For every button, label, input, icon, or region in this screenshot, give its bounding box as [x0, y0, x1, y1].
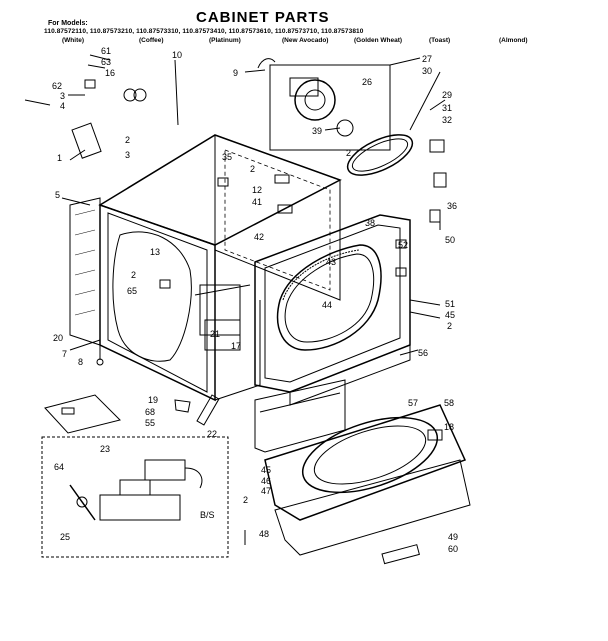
callout: 62 — [52, 81, 62, 91]
inset-box — [41, 436, 229, 558]
callout: 46 — [261, 476, 271, 486]
callout: 25 — [60, 532, 70, 542]
callout: 2 — [131, 270, 136, 280]
callout: 64 — [54, 462, 64, 472]
callout: 30 — [422, 66, 432, 76]
front-panel — [254, 214, 411, 406]
callout: 2 — [447, 321, 452, 331]
panel-68 — [44, 394, 121, 434]
callout: 12 — [252, 185, 262, 195]
motor-assembly — [257, 58, 391, 151]
callout: 8 — [78, 357, 83, 367]
callout: 4 — [60, 101, 65, 111]
callout: 38 — [365, 218, 375, 228]
color-row: (White) (Coffee) (Platinum) (New Avocado… — [44, 37, 564, 47]
callout: 60 — [448, 544, 458, 554]
callout: 17 — [231, 341, 241, 351]
callout: 56 — [418, 348, 428, 358]
callout: 29 — [442, 90, 452, 100]
model-number-row: 110.87572110, 110.87573210, 110.87573310… — [44, 28, 364, 35]
callout: 1 — [57, 153, 62, 163]
callout: 32 — [442, 115, 452, 125]
callout: 9 — [233, 68, 238, 78]
callout: 41 — [252, 197, 262, 207]
callout: 5 — [55, 190, 60, 200]
callout: 42 — [254, 232, 264, 242]
callout: 26 — [362, 77, 372, 87]
callout: 43 — [326, 257, 336, 267]
callout: 10 — [172, 50, 182, 60]
callout: 18 — [444, 422, 454, 432]
callout: 48 — [259, 529, 269, 539]
drive-belt — [346, 134, 414, 176]
callout: 2 — [243, 495, 248, 505]
callout: 27 — [422, 54, 432, 64]
callout: 2 — [250, 164, 255, 174]
leader-lines — [24, 54, 446, 545]
callout: 20 — [53, 333, 63, 343]
model-number: 110.87573610 — [228, 28, 271, 35]
callouts: 61 63 16 62 3 4 10 9 27 30 26 29 31 32 3… — [52, 46, 458, 554]
model-color: (Coffee) — [139, 37, 164, 44]
small-parts — [71, 79, 447, 441]
callout: 44 — [322, 300, 332, 310]
callout: 36 — [447, 201, 457, 211]
model-color: (New Avocado) — [282, 37, 329, 44]
callout: 47 — [261, 486, 271, 496]
model-number: 110.87573810 — [321, 28, 364, 35]
callout: 61 — [101, 46, 111, 56]
callout: 57 — [408, 398, 418, 408]
callout: 65 — [127, 286, 137, 296]
model-color: (Almond) — [499, 37, 528, 44]
callout: 39 — [312, 126, 322, 136]
model-number: 110.87572110 — [44, 28, 87, 35]
model-number: 110.87573410 — [182, 28, 225, 35]
model-color: (Golden Wheat) — [354, 37, 403, 44]
callout: 3 — [60, 91, 65, 101]
callout: 2 — [125, 135, 130, 145]
callout: 52 — [398, 240, 408, 250]
callout: 49 — [448, 532, 458, 542]
callout: 31 — [442, 103, 452, 113]
callout: 63 — [101, 57, 111, 67]
model-color: (Toast) — [429, 37, 451, 44]
callout: 45 — [261, 465, 271, 475]
model-number: 110.87573310 — [136, 28, 179, 35]
callout: 23 — [100, 444, 110, 454]
callout: 35 — [222, 152, 232, 162]
door-assembly — [264, 404, 471, 565]
callout: 58 — [444, 398, 454, 408]
callout: 19 — [148, 395, 158, 405]
model-number: 110.87573710 — [274, 28, 318, 35]
callout: 2 — [346, 148, 351, 158]
model-color: (Platinum) — [209, 37, 241, 44]
model-number: 110.87573210 — [89, 28, 133, 35]
callout: 45 — [445, 310, 455, 320]
callout: 22 — [207, 429, 217, 439]
callout: 16 — [105, 68, 115, 78]
callout: 55 — [145, 418, 155, 428]
callout: 13 — [150, 247, 160, 257]
model-color: (White) — [62, 37, 85, 44]
callout: 68 — [145, 407, 155, 417]
callout: 51 — [445, 299, 455, 309]
callout: 21 — [210, 329, 220, 339]
callout: 3 — [125, 150, 130, 160]
models-label: For Models: — [48, 20, 88, 27]
callout: B/S — [200, 510, 215, 520]
callout: 7 — [62, 349, 67, 359]
toe-panel — [254, 379, 346, 453]
callout: 50 — [445, 235, 455, 245]
cabinet-body — [69, 134, 342, 402]
page-title: CABINET PARTS — [196, 9, 330, 26]
